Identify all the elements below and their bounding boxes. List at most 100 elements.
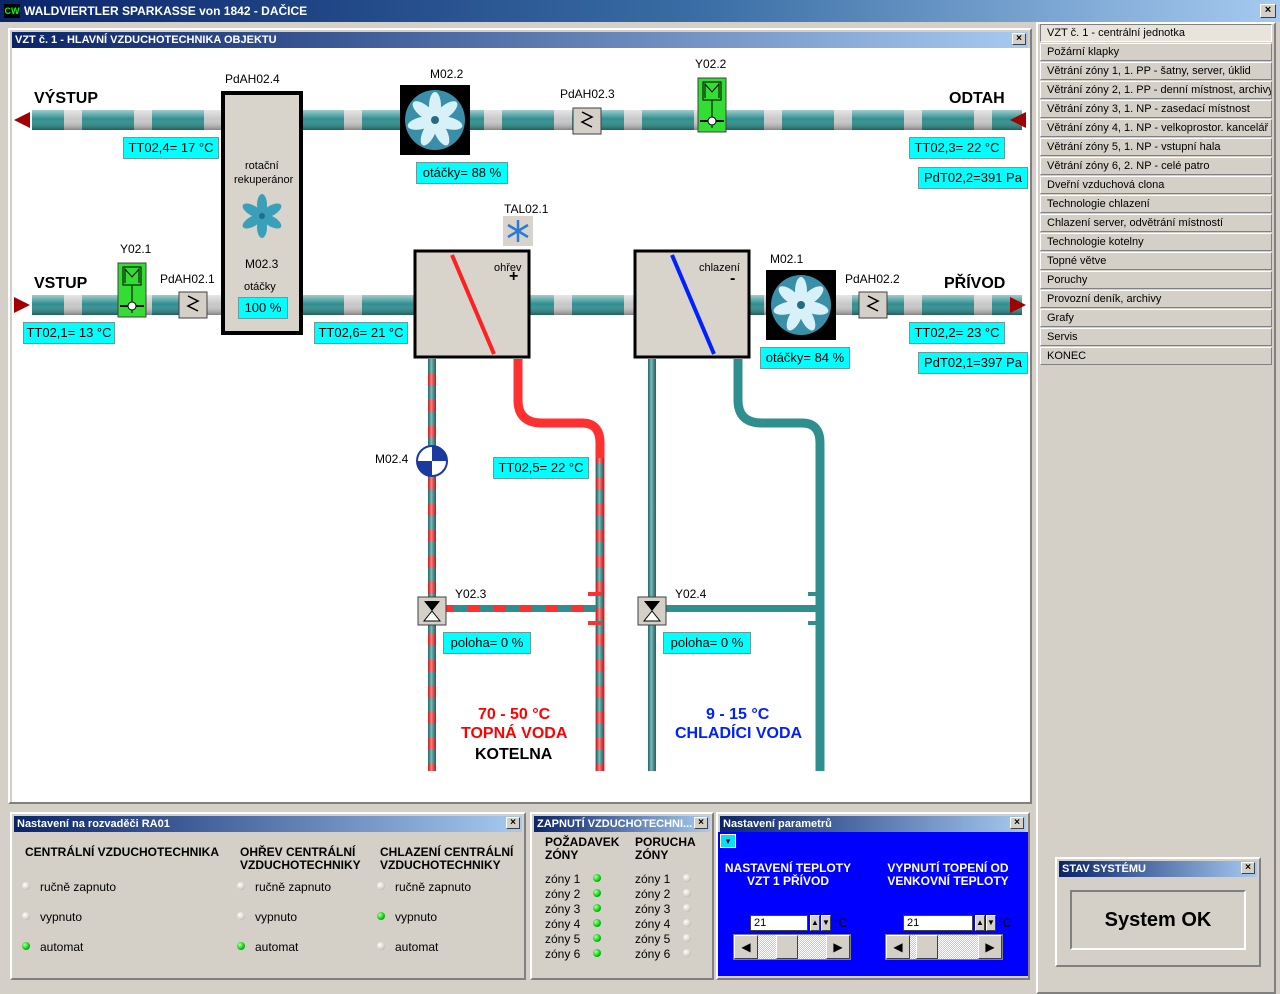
nav-item[interactable]: Větrání zóny 1, 1. PP - šatny, server, ú…: [1040, 62, 1272, 80]
pdah023-label: PdAH02.3: [560, 87, 615, 101]
nav-item[interactable]: Topné větve: [1040, 252, 1272, 270]
ra01-option-led: [22, 912, 30, 920]
supply-temp-up-button[interactable]: ▲: [810, 915, 820, 931]
supply-temp-right-button[interactable]: ▶: [826, 935, 850, 959]
y024-position-readout[interactable]: poloha= 0 %: [663, 632, 751, 654]
cooling-temp-range: 9 - 15 °C: [706, 706, 770, 723]
nav-item[interactable]: Větrání zóny 2, 1. PP - denní místnost, …: [1040, 81, 1272, 99]
status-close-button[interactable]: ×: [1241, 862, 1255, 874]
nav-item[interactable]: Větrání zóny 6, 2. NP - celé patro: [1040, 157, 1272, 175]
nav-item[interactable]: Provozní deník, archivy: [1040, 290, 1272, 308]
heating-off-right-button[interactable]: ▶: [978, 935, 1002, 959]
supply-temp-slider-thumb[interactable]: [776, 935, 798, 959]
diagram-close-button[interactable]: ×: [1012, 33, 1026, 45]
boiler-room-label: KOTELNA: [475, 746, 553, 763]
hvac-diagram: VÝSTUP ODTAH VSTUP PŘÍVOD PdAH02.4 M02.2…: [12, 48, 1030, 802]
vystup-arrow-icon: [14, 112, 30, 128]
y021-damper-icon: [117, 262, 147, 318]
valve-y023-icon: [417, 596, 447, 626]
nav-item[interactable]: Poruchy: [1040, 271, 1272, 289]
nav-item[interactable]: KONEC: [1040, 347, 1272, 365]
supply-temp-down-button[interactable]: ▼: [821, 915, 831, 931]
y023-label: Y02.3: [455, 587, 487, 601]
request-zone-led: [593, 919, 601, 927]
app-titlebar: CW WALDVIERTLER SPARKASSE von 1842 - DAČ…: [0, 0, 1280, 22]
diagram-title-text: VZT č. 1 - HLAVNÍ VZDUCHOTECHNIKA OBJEKT…: [15, 34, 277, 46]
odtah-label: ODTAH: [949, 90, 1005, 107]
ra01-panel: Nastavení na rozvaděči RA01×: [10, 812, 526, 980]
ra01-col3-header: CHLAZENÍ CENTRÁLNÍ VZDUCHOTECHNIKY: [380, 845, 514, 872]
supply-temp-slider[interactable]: ◀ ▶: [733, 934, 851, 960]
tt022-readout[interactable]: TT02,2= 23 °C: [909, 322, 1005, 344]
params-title-text: Nastavení parametrů: [723, 818, 832, 830]
heating-off-slider-thumb[interactable]: [916, 935, 938, 959]
supply-temp-left-button[interactable]: ◀: [734, 935, 758, 959]
privod-label: PŘÍVOD: [944, 275, 1006, 292]
supply-temp-input[interactable]: 21: [750, 915, 808, 931]
pdt021-readout[interactable]: PdT02,1=397 Pa: [918, 352, 1028, 374]
request-zone-led: [593, 874, 601, 882]
fan-m022-icon: [400, 85, 470, 155]
pdah022-label: PdAH02.2: [845, 272, 900, 286]
tt024-readout[interactable]: TT02,4= 17 °C: [123, 137, 219, 159]
nav-item[interactable]: Technologie chlazení: [1040, 195, 1272, 213]
pdah024-label: PdAH02.4: [225, 72, 280, 86]
ra01-option-led: [22, 942, 30, 950]
pdt022-readout[interactable]: PdT02,2=391 Pa: [918, 167, 1028, 189]
app-close-button[interactable]: ×: [1260, 4, 1276, 18]
m021-speed-readout[interactable]: otáčky= 84 %: [760, 347, 850, 369]
nav-item[interactable]: Větrání zóny 5, 1. NP - vstupní hala: [1040, 138, 1272, 156]
request-zone-led: [593, 904, 601, 912]
pdah021-filter-icon: [178, 291, 208, 319]
app-title: WALDVIERTLER SPARKASSE von 1842 - DAČICE: [24, 4, 308, 18]
m023-label: M02.3: [245, 257, 279, 271]
fault-zone-label: zóny 2: [635, 887, 671, 901]
fault-zone-label: zóny 4: [635, 917, 671, 931]
m023-speed-readout[interactable]: 100 %: [238, 297, 288, 319]
nav-item[interactable]: Grafy: [1040, 309, 1272, 327]
heating-off-down-button[interactable]: ▼: [986, 915, 996, 931]
heating-off-left-button[interactable]: ◀: [886, 935, 910, 959]
fault-zone-led: [683, 919, 691, 927]
request-zone-led: [593, 889, 601, 897]
heating-off-up-button[interactable]: ▲: [975, 915, 985, 931]
fault-zone-label: zóny 1: [635, 872, 671, 886]
zone-status-close-button[interactable]: ×: [694, 817, 708, 829]
request-zone-label: zóny 1: [545, 872, 581, 886]
vstup-arrow-icon: [14, 297, 30, 313]
ra01-option-label: automat: [395, 940, 439, 954]
nav-item[interactable]: Servis: [1040, 328, 1272, 346]
tt023-readout[interactable]: TT02,3= 22 °C: [909, 137, 1005, 159]
nav-item[interactable]: VZT č. 1 - centrální jednotka: [1040, 24, 1272, 42]
system-status-value: System OK: [1070, 890, 1246, 950]
ra01-option-label: vypnuto: [40, 910, 83, 924]
tal021-frost-icon: [503, 216, 533, 246]
heating-off-slider[interactable]: ◀ ▶: [885, 934, 1003, 960]
tt021-readout[interactable]: TT02,1= 13 °C: [23, 322, 115, 344]
m022-speed-readout[interactable]: otáčky= 88 %: [416, 162, 508, 184]
tt025-readout[interactable]: TT02,5= 22 °C: [493, 457, 589, 479]
nav-item[interactable]: Požární klapky: [1040, 43, 1272, 61]
y023-position-readout[interactable]: poloha= 0 %: [443, 632, 531, 654]
heating-off-input[interactable]: 21: [903, 915, 973, 931]
tt026-readout[interactable]: TT02,6= 21 °C: [314, 322, 408, 344]
app-logo: CW: [4, 4, 20, 18]
zone-status-title-text: ZAPNUTÍ VZDUCHOTECHNI...: [537, 818, 693, 830]
params-toggle-icon[interactable]: ▾: [720, 834, 736, 848]
zone-status-panel-title: ZAPNUTÍ VZDUCHOTECHNI...×: [534, 816, 710, 832]
nav-item[interactable]: Chlazení server, odvětrání místností: [1040, 214, 1272, 232]
ra01-close-button[interactable]: ×: [506, 817, 520, 829]
ra01-option-label: vypnuto: [255, 910, 298, 924]
nav-item[interactable]: Technologie kotelny: [1040, 233, 1272, 251]
y021-label: Y02.1: [120, 242, 152, 256]
params-close-button[interactable]: ×: [1010, 817, 1024, 829]
nav-item[interactable]: Dveřní vzduchová clona: [1040, 176, 1272, 194]
nav-item[interactable]: Větrání zóny 3, 1. NP - zasedací místnos…: [1040, 100, 1272, 118]
fault-zone-label: zóny 3: [635, 902, 671, 916]
y024-label: Y02.4: [675, 587, 707, 601]
ra01-option-label: automat: [40, 940, 84, 954]
nav-item[interactable]: Větrání zóny 4, 1. NP - velkoprostor. ka…: [1040, 119, 1272, 137]
m021-label: M02.1: [770, 252, 804, 266]
ohrev-label: ohřev: [494, 262, 522, 274]
params-panel-title: Nastavení parametrů ×: [720, 816, 1026, 832]
